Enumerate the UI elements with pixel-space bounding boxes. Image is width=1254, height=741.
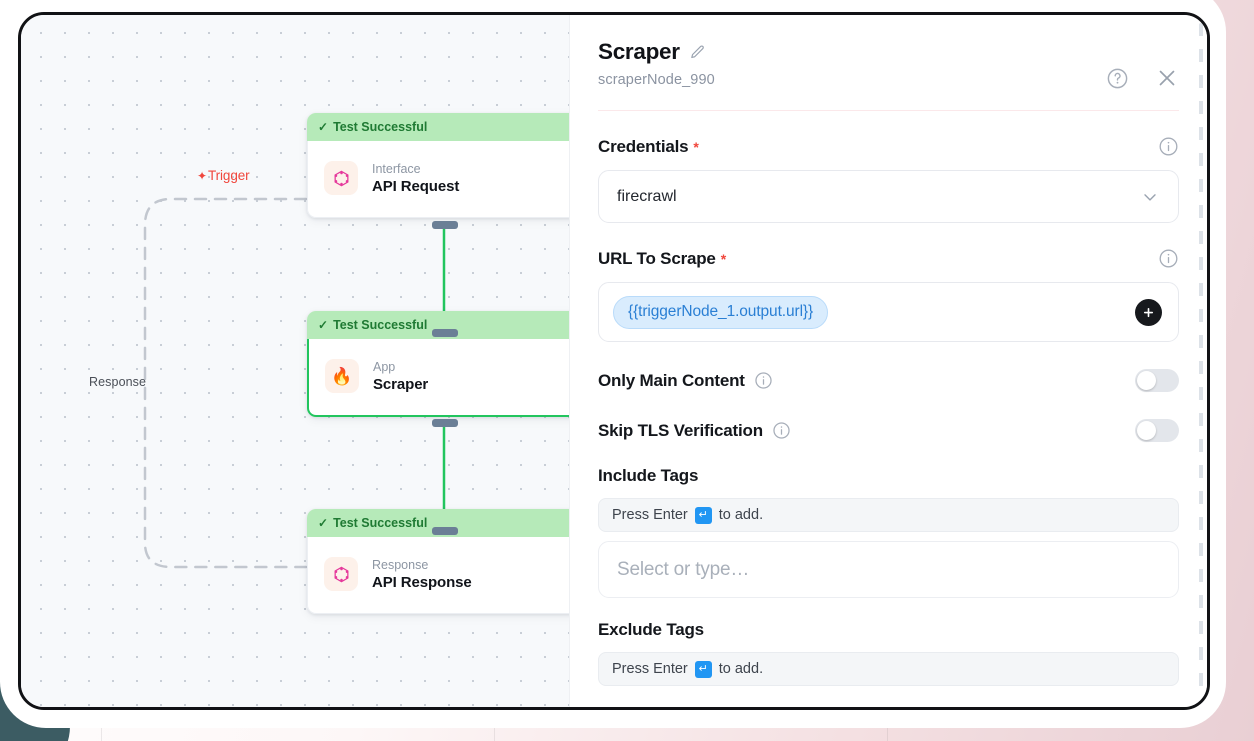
- canvas-edges: [143, 197, 446, 569]
- url-to-scrape-input[interactable]: {{triggerNode_1.output.url}}: [598, 282, 1179, 342]
- graphql-icon: [324, 557, 358, 591]
- field-url-to-scrape: URL To Scrape * {{triggerNode_1.: [598, 248, 1179, 342]
- info-icon[interactable]: [1158, 248, 1179, 269]
- node-body[interactable]: 🔥 App Scraper: [307, 329, 582, 427]
- credentials-value: firecrawl: [617, 187, 677, 205]
- toggle-knob: [1137, 421, 1156, 440]
- close-icon[interactable]: [1155, 66, 1179, 90]
- firecrawl-flame-icon: 🔥: [325, 359, 359, 393]
- required-marker: *: [693, 138, 699, 155]
- node-inspector-panel: Scraper scraperNode_990: [569, 15, 1207, 707]
- app-window-chrome: ✦ Trigger Response ✓ Test Successful: [18, 12, 1210, 710]
- url-to-scrape-label-text: URL To Scrape: [598, 248, 716, 268]
- node-type-label: App: [373, 359, 396, 374]
- exclude-tags-hint-prefix: Press Enter: [612, 661, 688, 677]
- workflow-node-api-request[interactable]: ✓ Test Successful: [307, 113, 582, 229]
- check-icon: ✓: [318, 120, 329, 134]
- include-tags-input[interactable]: Select or type…: [598, 541, 1179, 598]
- node-input-handle[interactable]: [431, 329, 458, 337]
- inspector-scrollbar[interactable]: [1199, 23, 1203, 699]
- response-label: Response: [89, 375, 147, 389]
- enter-key-icon: ↵: [694, 660, 712, 678]
- node-id-label: scraperNode_990: [598, 72, 715, 88]
- node-status-badge: ✓ Test Successful: [307, 311, 582, 339]
- lightning-bolt-icon: ✦: [197, 168, 207, 183]
- graphql-icon: [324, 161, 358, 195]
- skip-tls-verification-toggle[interactable]: [1135, 419, 1179, 442]
- credentials-label: Credentials *: [598, 137, 699, 157]
- only-main-content-label: Only Main Content: [598, 371, 773, 391]
- variable-token[interactable]: {{triggerNode_1.output.url}}: [613, 295, 829, 329]
- flame-glyph: 🔥: [331, 366, 353, 386]
- include-tags-label: Include Tags: [598, 466, 699, 485]
- workflow-node-api-response[interactable]: ✓ Test Successful: [307, 509, 582, 614]
- skip-tls-verification-label-text: Skip TLS Verification: [598, 420, 763, 440]
- only-main-content-label-text: Only Main Content: [598, 370, 745, 390]
- only-main-content-toggle[interactable]: [1135, 369, 1179, 392]
- node-type-label: Interface: [372, 161, 421, 176]
- node-status-text: Test Successful: [333, 516, 428, 530]
- include-tags-hint: Press Enter ↵ to add.: [598, 498, 1179, 532]
- pencil-icon[interactable]: [689, 44, 706, 61]
- chevron-down-icon: [1140, 187, 1160, 207]
- node-input-handle[interactable]: [431, 527, 458, 535]
- exclude-tags-hint-suffix: to add.: [718, 661, 764, 677]
- check-icon: ✓: [318, 516, 329, 530]
- plus-icon[interactable]: [1135, 298, 1162, 326]
- info-icon[interactable]: [1158, 136, 1179, 157]
- header-divider: [598, 110, 1179, 111]
- credentials-label-text: Credentials: [598, 136, 689, 156]
- field-only-main-content: Only Main Content: [598, 369, 1179, 392]
- field-include-tags: Include Tags Press Enter ↵ to add. Selec…: [598, 466, 1179, 598]
- url-to-scrape-label: URL To Scrape *: [598, 249, 726, 269]
- node-status-text: Test Successful: [333, 318, 428, 332]
- exclude-tags-label: Exclude Tags: [598, 620, 704, 639]
- credentials-select[interactable]: firecrawl: [598, 170, 1179, 223]
- info-icon[interactable]: [754, 371, 773, 390]
- page-title: Scraper: [598, 39, 680, 64]
- node-title: API Request: [372, 177, 460, 195]
- trigger-label: ✦ Trigger: [197, 168, 250, 183]
- include-tags-hint-prefix: Press Enter: [612, 507, 688, 523]
- required-marker: *: [720, 250, 726, 267]
- workflow-canvas[interactable]: ✦ Trigger Response ✓ Test Successful: [21, 15, 582, 707]
- include-tags-hint-suffix: to add.: [718, 507, 764, 523]
- field-credentials: Credentials * firecrawl: [598, 136, 1179, 223]
- node-body[interactable]: Response API Response: [307, 527, 582, 614]
- node-type-label: Response: [372, 557, 429, 572]
- info-icon[interactable]: [772, 421, 791, 440]
- node-title: API Response: [372, 573, 472, 591]
- inspector-header: Scraper scraperNode_990: [598, 39, 1179, 88]
- workflow-node-scraper[interactable]: ✓ Test Successful 🔥 App Scraper: [307, 311, 582, 427]
- node-output-handle[interactable]: [431, 419, 458, 427]
- node-title: Scraper: [373, 375, 429, 393]
- trigger-label-text: Trigger: [207, 168, 250, 183]
- field-skip-tls-verification: Skip TLS Verification: [598, 419, 1179, 442]
- node-body[interactable]: Interface API Request: [307, 141, 582, 229]
- enter-key-icon: ↵: [694, 506, 712, 524]
- field-exclude-tags: Exclude Tags Press Enter ↵ to add.: [598, 620, 1179, 686]
- exclude-tags-hint: Press Enter ↵ to add.: [598, 652, 1179, 686]
- node-status-badge: ✓ Test Successful: [307, 113, 582, 141]
- question-circle-icon[interactable]: [1106, 67, 1129, 90]
- check-icon: ✓: [318, 318, 329, 332]
- node-output-handle[interactable]: [431, 221, 458, 229]
- workflow-editor-panel: ✦ Trigger Response ✓ Test Successful: [18, 12, 1210, 710]
- toggle-knob: [1137, 371, 1156, 390]
- node-status-text: Test Successful: [333, 120, 428, 134]
- skip-tls-verification-label: Skip TLS Verification: [598, 421, 791, 441]
